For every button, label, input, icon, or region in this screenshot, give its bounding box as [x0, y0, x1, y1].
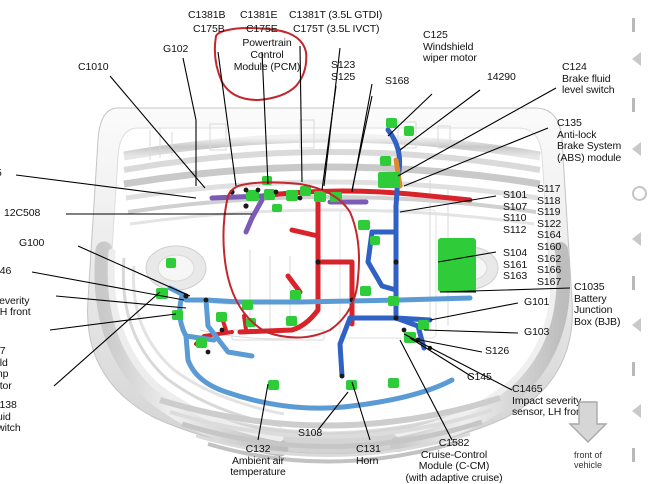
- label-c124-brake-fluid-switch: C124 Brake fluid level switch: [562, 61, 615, 96]
- label-c1010: C1010: [78, 61, 109, 73]
- label-12c508: 12C508: [4, 207, 41, 219]
- edge-collapse-arrow-2[interactable]: [632, 142, 648, 158]
- label-s108: S108: [298, 427, 323, 439]
- edge-collapse-arrow-3[interactable]: [632, 232, 648, 248]
- label-splice-group-1a: S101 S107 S110 S112: [503, 189, 528, 236]
- label-c1381t: C1381T (3.5L GTDI): [289, 9, 383, 21]
- label-c125-wiper-motor: C125 Windshield wiper motor: [423, 29, 477, 64]
- down-arrow-icon: [568, 401, 608, 443]
- label-splice-group-2a: S104 S161 S163: [503, 247, 528, 282]
- edge-collapse-arrow-1[interactable]: [632, 52, 648, 68]
- connector-blocks-green: [156, 118, 476, 390]
- label-c132-ambient-air-temp: C132 Ambient air temperature: [230, 443, 286, 478]
- front-bumper-bands: [159, 395, 501, 464]
- edge-collapse-arrow-4[interactable]: [632, 318, 648, 334]
- label-s126: S126: [485, 345, 510, 357]
- edge-marker-1: [632, 18, 648, 34]
- label-g101: G101: [524, 296, 550, 308]
- label-g102: G102: [163, 43, 189, 55]
- label-pcm-line2: Control: [250, 49, 284, 61]
- label-pcm-line3: Module (PCM): [233, 61, 301, 73]
- label-splice-group-2b: S160 S162 S166 S167: [537, 241, 562, 288]
- label-left-clipped-146: 146: [0, 265, 12, 277]
- edge-marker-2: [632, 98, 648, 114]
- label-c1582-cruise-control: C1582 Cruise-Control Module (C-CM) (with…: [405, 437, 503, 484]
- label-c1035-bjb: C1035 Battery Junction Box (BJB): [574, 281, 621, 328]
- label-s123-s125: S123 S125: [331, 59, 356, 83]
- label-c1465-impact-sensor: C1465 Impact severity sensor, LH front: [512, 383, 585, 418]
- label-g103: G103: [524, 326, 550, 338]
- label-g100: G100: [19, 237, 45, 249]
- label-14290: 14290: [487, 71, 516, 83]
- label-left-clipped-washer-pump: 37 eld mp otor: [0, 345, 12, 392]
- label-c1381b: C1381B: [188, 9, 226, 21]
- pcm-highlight-annotation: [213, 27, 360, 339]
- edge-circle-icon[interactable]: [632, 186, 648, 202]
- edge-marker-5: [632, 448, 648, 464]
- label-c131-horn: C131 Horn: [356, 443, 381, 467]
- label-c1381e: C1381E: [240, 9, 278, 21]
- label-pcm-line1: Powertrain: [242, 37, 292, 49]
- label-splice-group-1b: S117 S118 S119 S122 S164: [537, 183, 562, 241]
- edge-marker-3: [632, 276, 648, 292]
- front-of-vehicle-indicator: front of vehicle: [565, 398, 611, 470]
- label-s168: S168: [385, 75, 410, 87]
- edge-marker-4: [632, 362, 648, 378]
- label-left-clipped-impact-sensor: 5 severity LH front: [0, 294, 31, 318]
- front-of-vehicle-label: front of vehicle: [573, 450, 602, 470]
- label-c175b: C175B: [193, 23, 225, 35]
- label-c135-abs-module: C135 Anti-lock Brake System (ABS) module: [557, 117, 622, 164]
- label-c175e: C175E: [246, 23, 278, 35]
- label-c175t: C175T (3.5L IVCT): [293, 23, 380, 35]
- label-c145: C145: [467, 371, 492, 383]
- label-left-clipped-c138: C138 fluid switch: [0, 399, 21, 434]
- cowl-plenum: [123, 133, 541, 226]
- label-left-clipped-top: 5: [0, 167, 2, 180]
- edge-collapse-arrow-5[interactable]: [632, 404, 648, 420]
- connector-nodes: [183, 187, 433, 379]
